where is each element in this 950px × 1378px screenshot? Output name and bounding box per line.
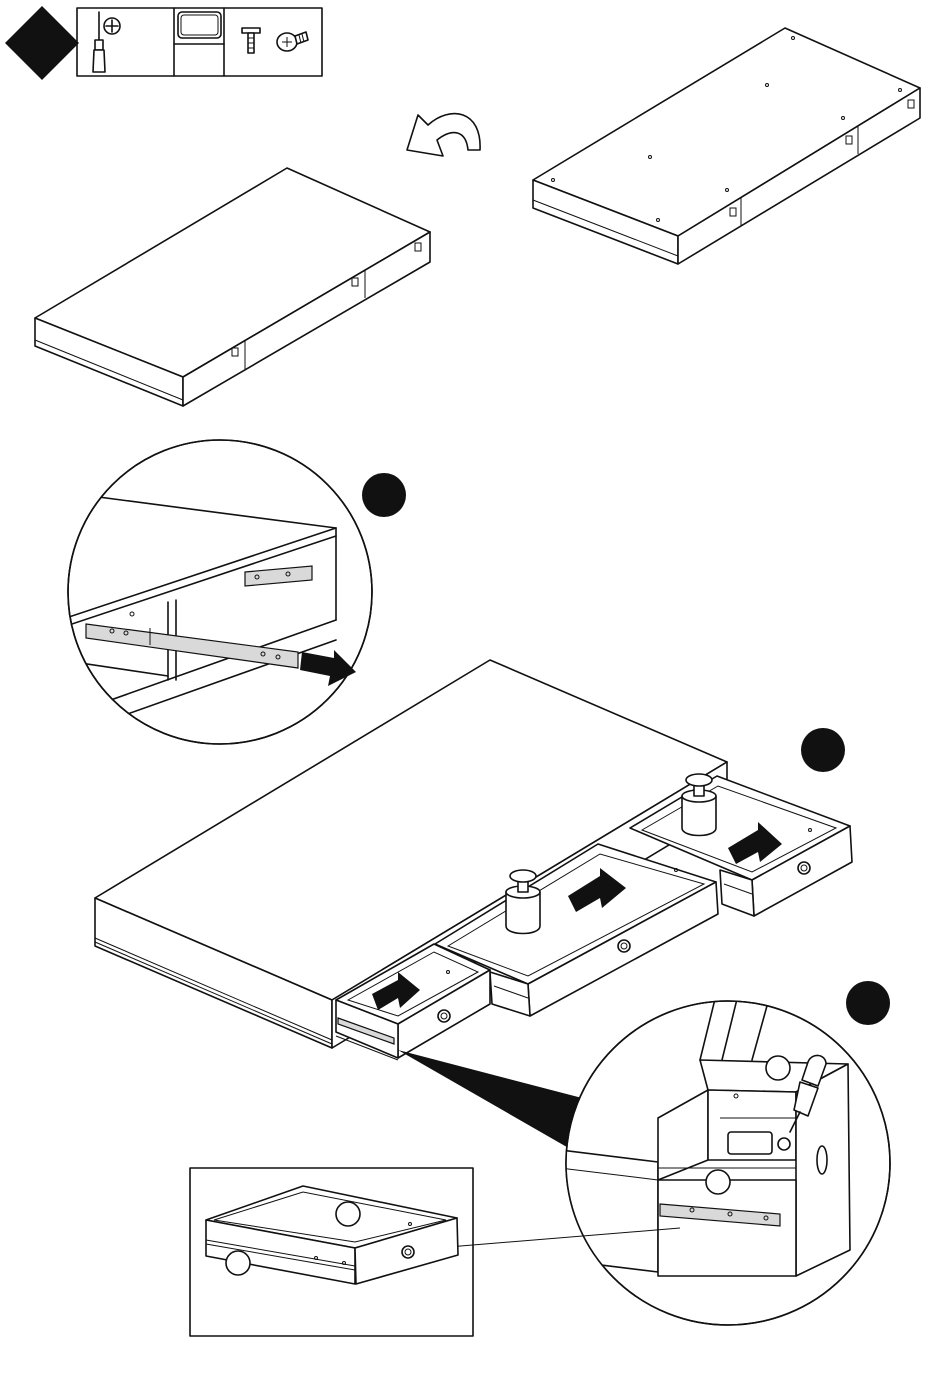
weight-block (682, 774, 716, 836)
phillips-screw-icon (277, 32, 308, 51)
weight-block (506, 870, 540, 934)
zoom-wedge (398, 1050, 582, 1150)
part-label-blank-icon (178, 12, 221, 38)
unit-upside-down (533, 28, 920, 264)
unit-flipped (35, 168, 430, 406)
phillips-screwdriver-icon (93, 12, 120, 72)
callout-circle-b (801, 728, 845, 772)
flat-head-screw-icon (242, 28, 260, 53)
rotate-flip-arrow (407, 114, 480, 156)
tools-box (77, 8, 322, 76)
callout-circle-c (846, 981, 890, 1025)
callout-circle-a (362, 473, 406, 517)
drawer-inset (190, 1168, 473, 1336)
detail-rail-pull (60, 440, 372, 744)
detail-drawer-screw (560, 995, 890, 1325)
step-badge (5, 6, 79, 80)
